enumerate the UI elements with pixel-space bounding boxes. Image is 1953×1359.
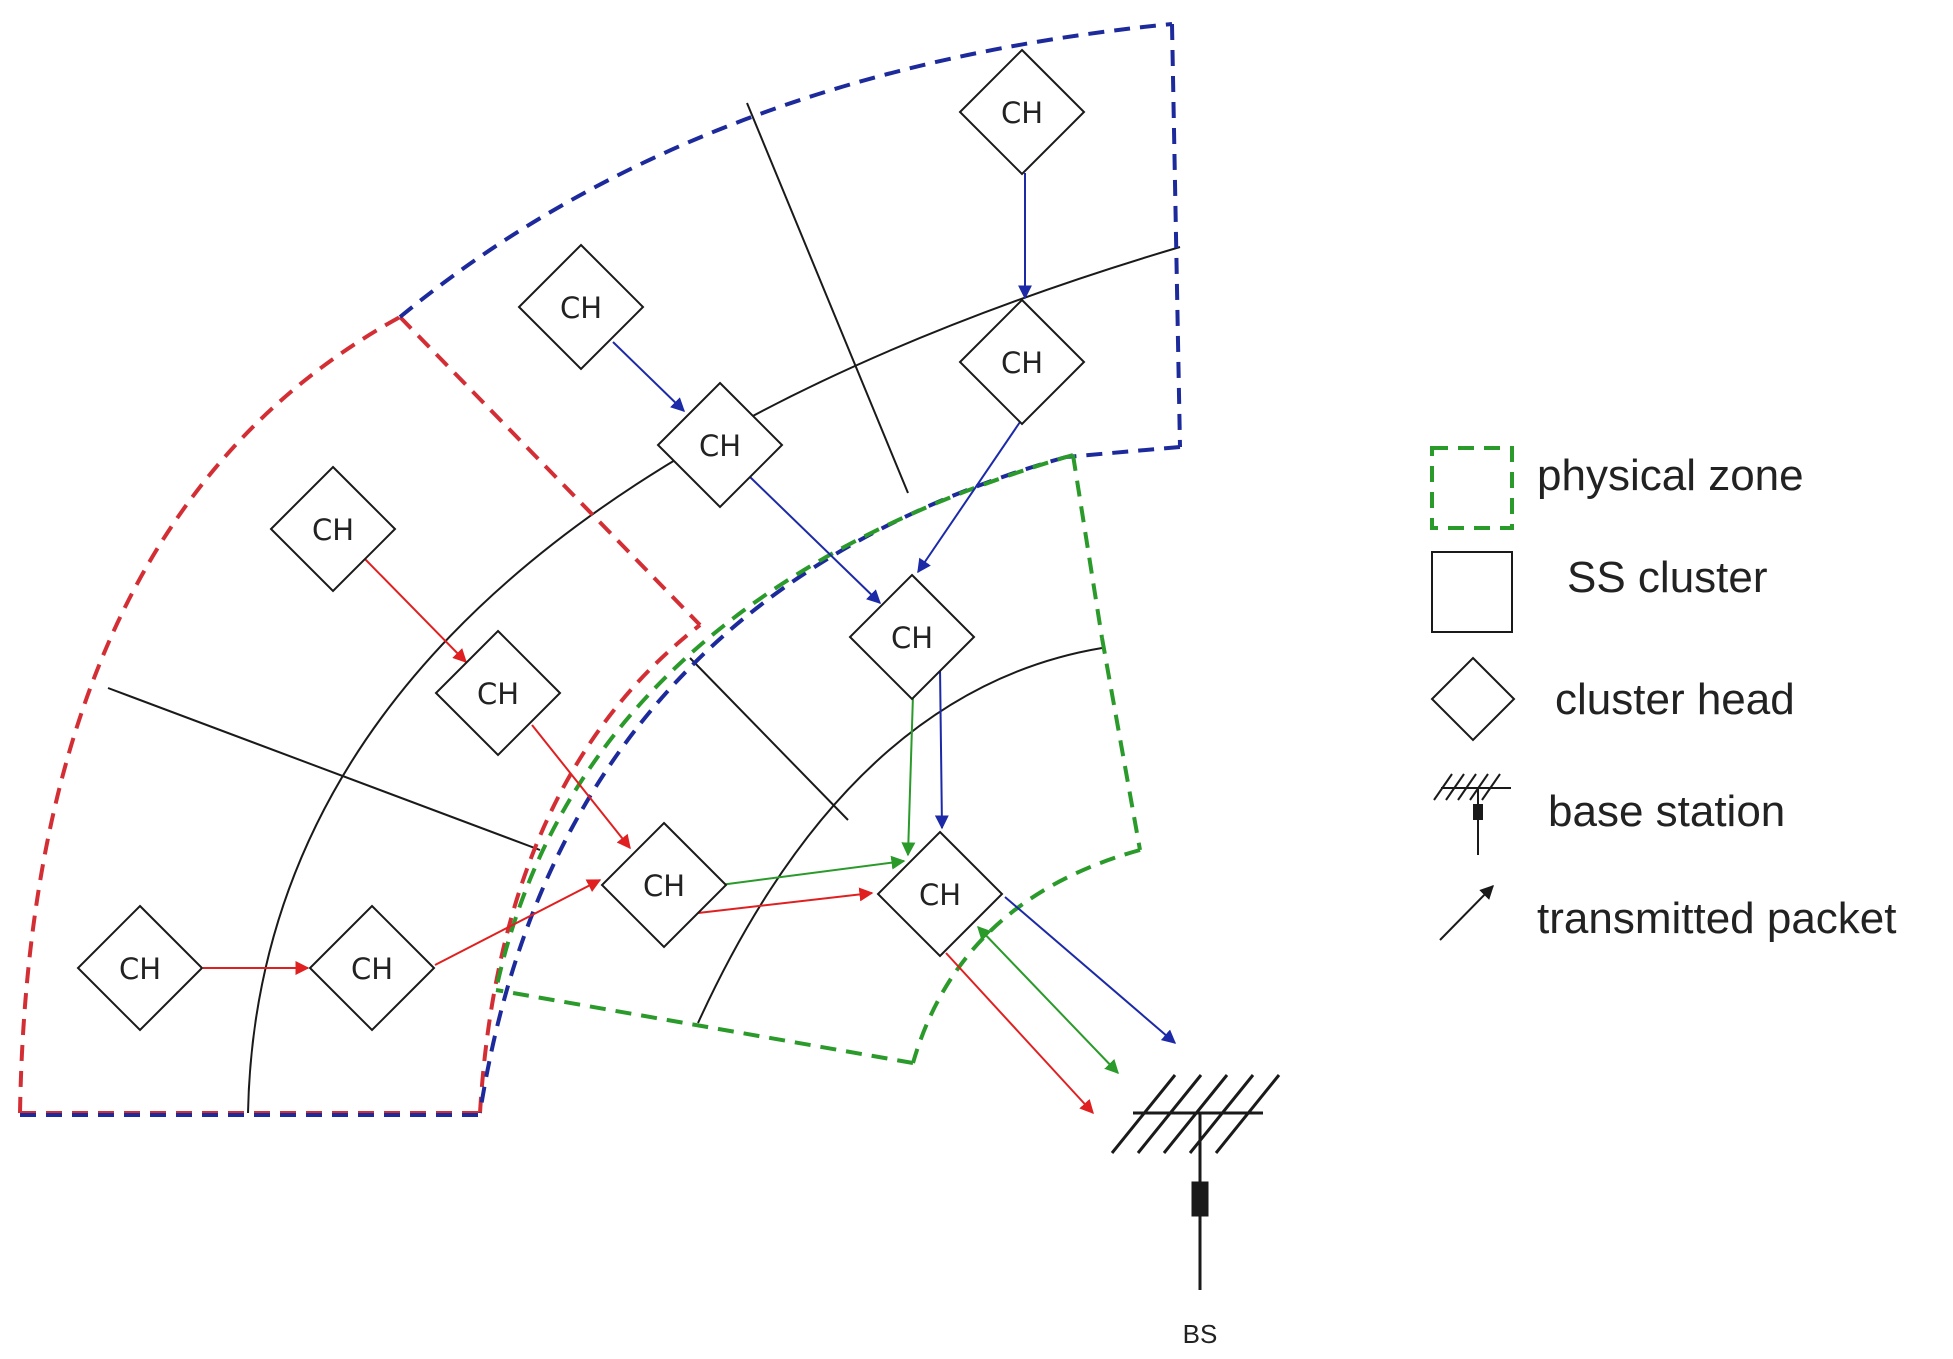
base-station[interactable]: BS bbox=[1110, 1074, 1281, 1349]
arrow-red-3 bbox=[362, 556, 467, 663]
legend-ss-cluster-label: SS cluster bbox=[1567, 553, 1768, 602]
legend-item-physical-zone: physical zone bbox=[1430, 446, 1804, 530]
cluster-head-diamond-icon bbox=[1430, 656, 1516, 742]
arrow-green-3 bbox=[977, 925, 1119, 1075]
zone-green-right-top bbox=[1071, 454, 1104, 639]
cluster-head-label: CH bbox=[699, 429, 741, 463]
zone-green-bottom bbox=[495, 988, 914, 1065]
cluster-head-node[interactable]: CH bbox=[269, 465, 397, 593]
cluster-head-node[interactable]: CH bbox=[517, 243, 645, 371]
legend-item-ss-cluster: SS cluster bbox=[1431, 551, 1768, 633]
base-station-label: BS bbox=[1183, 1319, 1218, 1349]
cluster-divider-left bbox=[107, 687, 541, 851]
legend-item-transmitted-packet: transmitted packet bbox=[1439, 885, 1897, 943]
legend-cluster-head-label: cluster head bbox=[1555, 675, 1795, 724]
legend: physical zone SS cluster cluster head ba… bbox=[1430, 446, 1897, 943]
cluster-head-node[interactable]: CH bbox=[656, 381, 784, 509]
zone-blue-right bbox=[1170, 23, 1182, 448]
cluster-divider-middle bbox=[689, 657, 849, 821]
cluster-head-node[interactable]: CH bbox=[958, 48, 1086, 176]
arrow-blue-2 bbox=[917, 421, 1021, 574]
zone-green bbox=[494, 453, 1142, 1065]
cluster-head-label: CH bbox=[119, 952, 161, 986]
arrow-red-4 bbox=[531, 724, 631, 850]
legend-item-base-station: base station bbox=[1433, 773, 1785, 855]
cluster-head-node[interactable]: CH bbox=[76, 904, 204, 1032]
zone-red-divider bbox=[398, 315, 702, 627]
zone-green-inner-arc bbox=[494, 453, 1074, 991]
cluster-arc-outer bbox=[247, 246, 1181, 1114]
zone-blue bbox=[20, 22, 1182, 1117]
zone-green-right-mid bbox=[1100, 637, 1142, 851]
cluster-head-label: CH bbox=[312, 513, 354, 547]
zone-red bbox=[18, 315, 702, 1115]
legend-item-cluster-head: cluster head bbox=[1430, 656, 1795, 742]
legend-transmitted-packet-label: transmitted packet bbox=[1537, 894, 1897, 943]
cluster-head-node[interactable]: CH bbox=[848, 573, 976, 701]
legend-base-station-label: base station bbox=[1548, 787, 1785, 836]
packet-arrows-green bbox=[719, 694, 1119, 1075]
legend-physical-zone-swatch bbox=[1430, 446, 1514, 530]
cluster-heads: CH CH CH CH CH CH CH CH bbox=[76, 48, 1086, 1032]
zone-red-outer-arc bbox=[18, 315, 401, 1114]
cluster-head-label: CH bbox=[351, 952, 393, 986]
zone-blue-outer-arc bbox=[398, 22, 1173, 319]
arrow-red-6 bbox=[945, 952, 1094, 1115]
legend-ss-cluster-swatch bbox=[1431, 551, 1513, 633]
packet-arrows-blue bbox=[612, 173, 1177, 1044]
cluster-head-label: CH bbox=[1001, 96, 1043, 130]
cluster-head-label: CH bbox=[560, 291, 602, 325]
arrow-blue-6 bbox=[1004, 896, 1177, 1044]
arrow-green-2 bbox=[719, 855, 906, 886]
zone-red-inner-arc bbox=[478, 623, 702, 1114]
arrow-red-5 bbox=[697, 887, 874, 914]
arrow-green-1 bbox=[901, 694, 916, 857]
arrow-blue-5 bbox=[934, 667, 949, 830]
cluster-head-label: CH bbox=[477, 677, 519, 711]
cluster-head-node[interactable]: CH bbox=[434, 629, 562, 757]
cluster-divider-upper bbox=[746, 102, 909, 494]
ss-cluster-lines bbox=[107, 102, 1181, 1114]
cluster-head-label: CH bbox=[1001, 346, 1043, 380]
cluster-head-node[interactable]: CH bbox=[600, 821, 728, 949]
cluster-head-label: CH bbox=[891, 621, 933, 655]
transmitted-packet-arrow-icon bbox=[1439, 885, 1494, 941]
cluster-head-label: CH bbox=[919, 878, 961, 912]
cluster-head-node[interactable]: CH bbox=[308, 904, 436, 1032]
base-station-icon bbox=[1433, 773, 1511, 855]
arrow-red-2 bbox=[434, 879, 602, 966]
zone-blue-inner-arc bbox=[478, 455, 1067, 1114]
zone-blue-inner-top bbox=[1065, 445, 1181, 459]
cluster-head-node[interactable]: CH bbox=[876, 830, 1004, 958]
legend-physical-zone-label: physical zone bbox=[1537, 451, 1804, 500]
cluster-head-label: CH bbox=[643, 869, 685, 903]
cluster-head-node[interactable]: CH bbox=[958, 298, 1086, 426]
cluster-arc-inner bbox=[697, 647, 1103, 1024]
arrow-blue-4 bbox=[749, 476, 882, 604]
arrow-blue-3 bbox=[612, 341, 686, 412]
